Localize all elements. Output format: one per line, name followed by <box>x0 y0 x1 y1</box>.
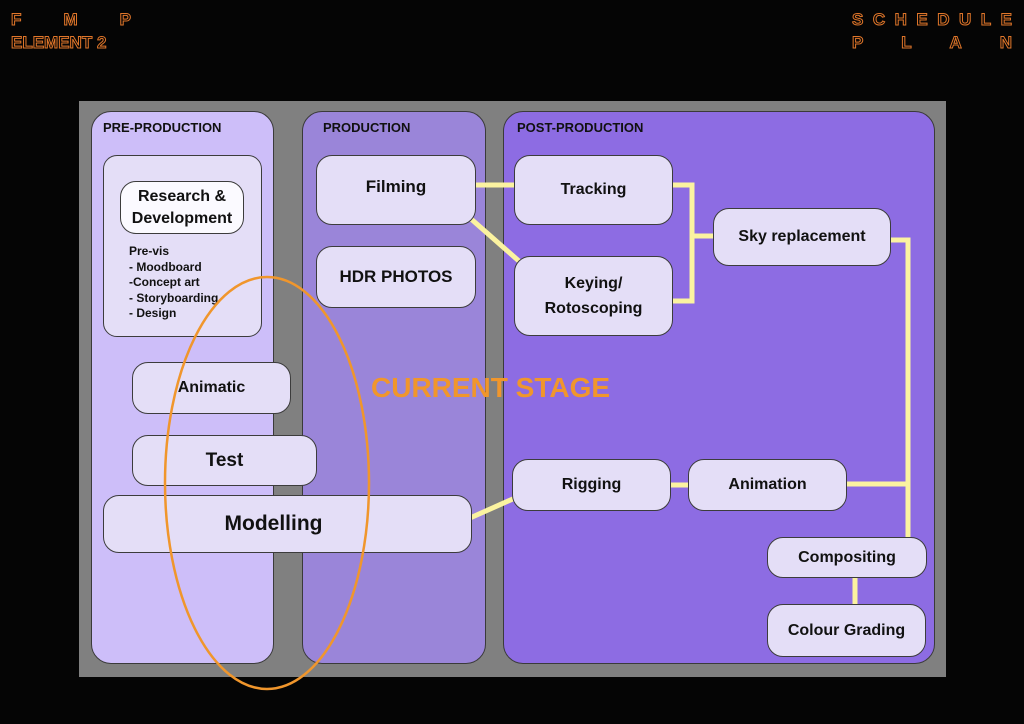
column-label-pre: PRE-PRODUCTION <box>103 120 222 135</box>
header-right-line2: P L A N <box>851 31 1012 54</box>
connector-keying-sky <box>672 236 695 304</box>
header-letter: F <box>10 10 22 30</box>
header-letter: P <box>851 33 864 53</box>
node-colour-grading: Colour Grading <box>767 604 926 657</box>
node-hdr-photos: HDR PHOTOS <box>316 246 476 308</box>
node-animation: Animation <box>688 459 847 511</box>
header-letter: S <box>851 10 864 30</box>
header-left: F M P ELEMENT 2 <box>10 8 131 54</box>
header-right: S C H E D U L E P L A N <box>851 8 1012 54</box>
header-letter: E <box>916 10 928 30</box>
node-animatic: Animatic <box>132 362 291 414</box>
node-modelling: Modelling <box>103 495 472 553</box>
header-left-line1: F M P <box>10 8 131 31</box>
header-letter: U <box>958 10 972 30</box>
connector-filming-keying <box>468 216 522 264</box>
current-stage-ellipse <box>163 275 371 691</box>
column-label-post: POST-PRODUCTION <box>517 120 644 135</box>
column-label-prod: PRODUCTION <box>323 120 411 135</box>
connector-tracking-sky <box>672 182 714 239</box>
header-letter: D <box>937 10 950 30</box>
header-letter: P <box>119 10 131 30</box>
header-letter: L <box>901 33 912 53</box>
header-right-line1: S C H E D U L E <box>851 8 1012 31</box>
node-keying-rotoscoping: Keying/ Rotoscoping <box>514 256 673 336</box>
node-filming: Filming <box>316 155 476 225</box>
node-compositing: Compositing <box>767 537 927 578</box>
header-letter: L <box>980 10 992 30</box>
node-sky-replacement: Sky replacement <box>713 208 891 266</box>
connector-modelling-rigging <box>468 495 517 521</box>
header-letter: H <box>894 10 907 30</box>
node-test: Test <box>132 435 317 486</box>
header-letter: M <box>63 10 78 30</box>
header-letter: N <box>999 33 1012 53</box>
header-letter: C <box>872 10 886 30</box>
header-letter: A <box>949 33 962 53</box>
node-rigging: Rigging <box>512 459 671 511</box>
connector-sky-compositing <box>890 237 911 538</box>
node-research-development: Research & Development <box>120 181 244 234</box>
header-left-line2: ELEMENT 2 <box>11 33 107 53</box>
node-tracking: Tracking <box>514 155 673 225</box>
header-letter: E <box>1000 10 1012 30</box>
current-stage-label: CURRENT STAGE <box>371 372 611 403</box>
previs-notes: Pre-vis - Moodboard -Concept art - Story… <box>129 244 219 320</box>
